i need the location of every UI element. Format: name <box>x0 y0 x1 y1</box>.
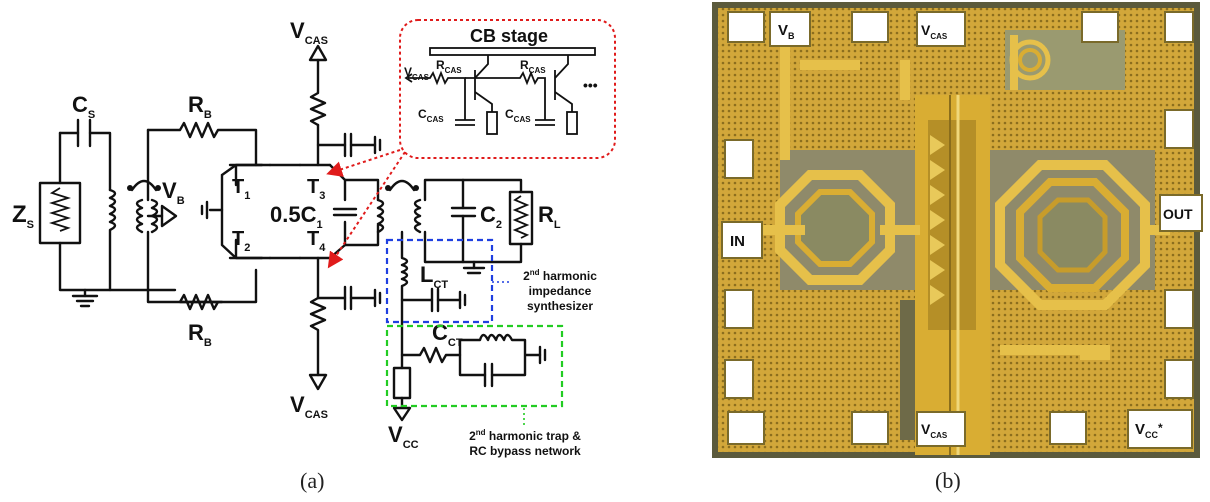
chip-in-label: IN <box>730 233 745 250</box>
chip-micrograph-panel: VB VCAS IN OUT VCAS VCC* (b) <box>712 2 1203 493</box>
cb-stage-circuit <box>404 47 596 135</box>
lct-label: LCT <box>420 262 448 291</box>
chip-vcas-bottom-label: VCAS <box>921 421 948 440</box>
vcas-branches <box>308 44 382 391</box>
harmonic-synthesizer-label-2: impedance <box>529 284 592 298</box>
input-inductor <box>775 170 895 285</box>
t3-label: T3 <box>307 176 325 202</box>
t4-label: T4 <box>307 228 326 254</box>
cb-rcas1-label: RCAS <box>436 58 462 75</box>
cb-rcas2-label: RCAS <box>520 58 546 75</box>
transistors-t1-t2 <box>200 163 272 260</box>
vcas-top-label: VCAS <box>290 18 328 47</box>
harmonic-synthesizer-box <box>385 238 494 324</box>
harmonic-trap-label-2: RC bypass network <box>469 444 581 458</box>
vcas-top-pad <box>916 11 966 47</box>
vb-pad <box>769 11 811 47</box>
output-inductor <box>995 160 1150 310</box>
rb-bottom-label: RB <box>188 320 212 349</box>
vb-label: VB <box>162 178 185 207</box>
vcc-label: VCC <box>388 422 419 451</box>
harmonic-synthesizer-label: 2nd harmonic <box>523 268 597 283</box>
zs-label: ZS <box>12 201 34 231</box>
c1-label: 0.5C1 <box>270 202 323 231</box>
chip-vcas-top-label: VCAS <box>921 22 948 41</box>
harmonic-trap-label: 2nd harmonic trap & <box>469 428 581 443</box>
cb-ccas1-label: CCAS <box>418 107 444 124</box>
cb-stage-title: CB stage <box>470 26 548 46</box>
vcc-pad <box>1127 409 1193 449</box>
cct-label: CCT <box>432 320 463 349</box>
vcas-bottom-label: VCAS <box>290 392 328 421</box>
cb-vcas-label: VCAS <box>404 65 430 82</box>
rb-resistors <box>146 121 258 311</box>
out-pad <box>1159 194 1203 232</box>
c2-label: C2 <box>480 202 502 231</box>
vcas-bottom-pad <box>916 411 966 447</box>
transistor-array <box>915 95 990 455</box>
source-impedance <box>38 118 177 292</box>
chip-out-label: OUT <box>1163 206 1193 222</box>
ground-symbol <box>71 288 99 308</box>
cb-continuation-dots: ••• <box>583 77 598 93</box>
spiral-inductor <box>1009 35 1051 90</box>
caption-a: (a) <box>300 468 324 493</box>
cs-label: CS <box>72 92 95 121</box>
harmonic-trap-box <box>385 324 564 408</box>
schematic-panel: ZS CS VB RB RB <box>12 18 616 493</box>
rl-label: RL <box>538 202 561 231</box>
chip-vb-label: VB <box>778 22 795 41</box>
t1-label: T1 <box>232 176 250 202</box>
caption-b: (b) <box>935 468 961 493</box>
harmonic-synthesizer-label-3: synthesizer <box>527 299 593 313</box>
metal-traces <box>760 40 1170 360</box>
rb-top-label: RB <box>188 92 212 121</box>
cb-stage-box <box>399 19 616 159</box>
in-pad <box>721 221 763 259</box>
output-transformer <box>376 178 534 275</box>
chip-vcc-label: VCC* <box>1135 421 1163 440</box>
center-tap-network <box>392 230 547 422</box>
bond-pads <box>724 11 1194 445</box>
cb-ccas2-label: CCAS <box>505 107 531 124</box>
t2-label: T2 <box>232 228 250 254</box>
